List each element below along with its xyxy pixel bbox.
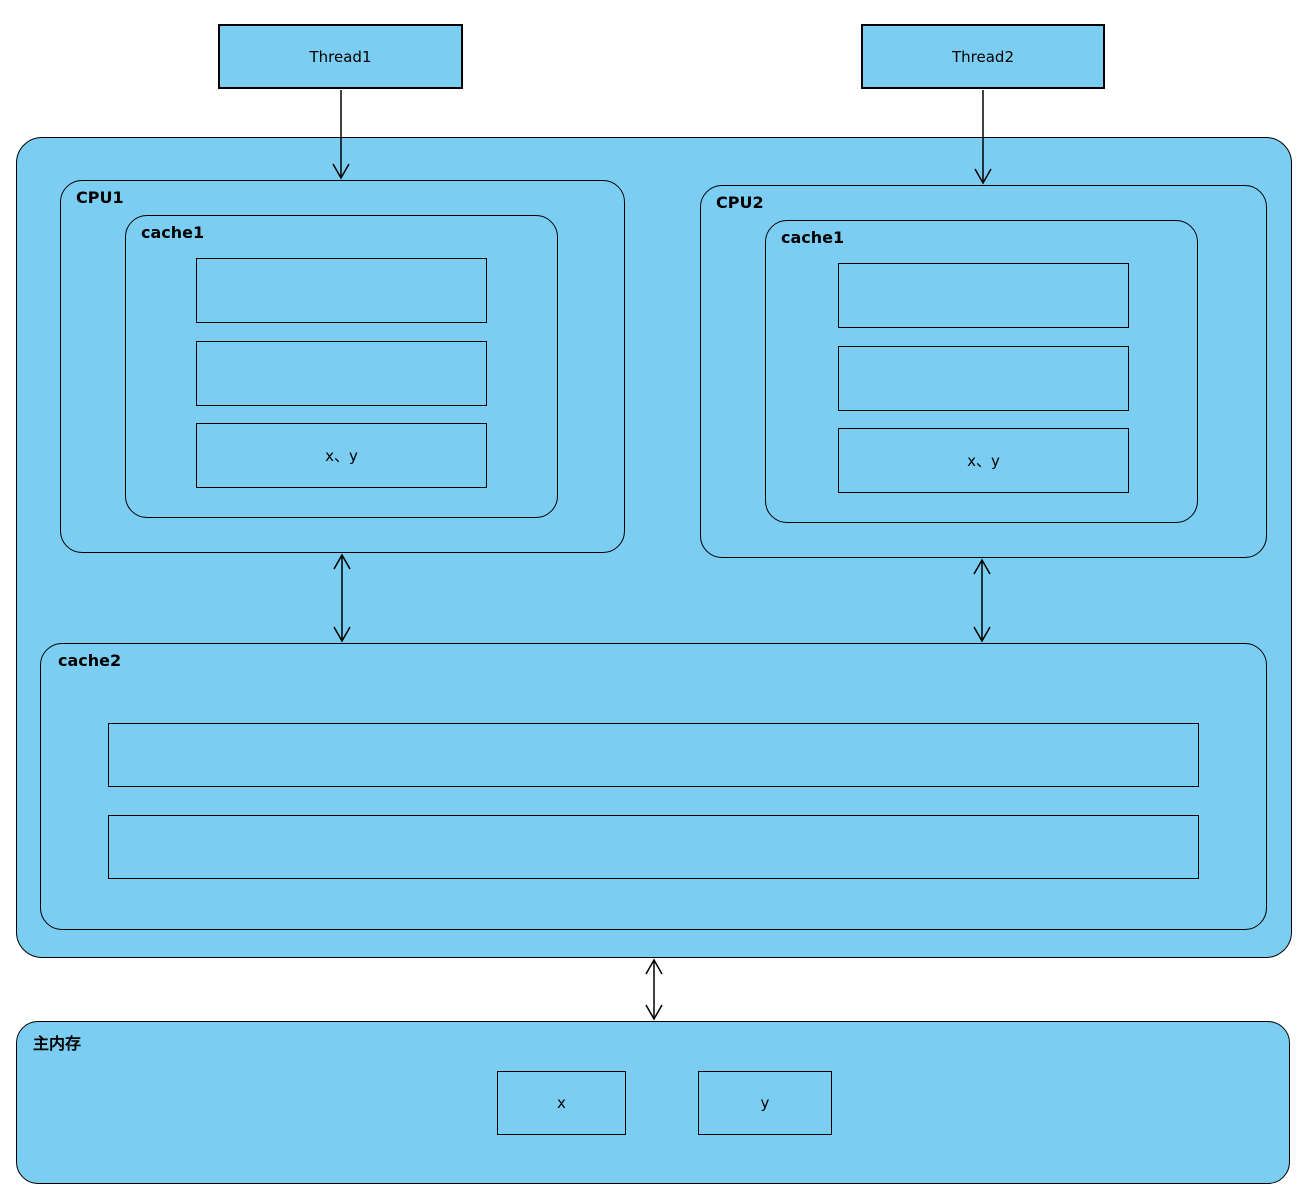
cpu-complex-to-main-memory-arrow (645, 958, 663, 1021)
main-memory-cell-x-label: x (557, 1094, 566, 1112)
cpu2-cache1-slot-1 (838, 263, 1129, 328)
cpu1-label: CPU1 (76, 188, 124, 207)
cpu2-label: CPU2 (716, 193, 764, 212)
main-memory-label: 主内存 (33, 1034, 82, 1053)
cache2-slot-2 (108, 815, 1199, 879)
thread2-box: Thread2 (861, 24, 1105, 89)
thread1-label: Thread1 (309, 47, 372, 66)
cpu1-cache1-slot-2 (196, 341, 487, 406)
main-memory-cell-y-label: y (760, 1094, 770, 1112)
main-memory-cell-y: y (698, 1071, 832, 1135)
cache2-label: cache2 (58, 651, 122, 670)
cpu1-cache1-slot-3-label: x、y (325, 447, 358, 465)
cpu2-cache1-slot-2 (838, 346, 1129, 411)
main-memory-container (16, 1021, 1290, 1184)
thread1-box: Thread1 (218, 24, 463, 89)
cpu1-cache1-label: cache1 (141, 223, 205, 242)
cache2-slot-1 (108, 723, 1199, 787)
cpu2-cache1-slot-3: x、y (838, 428, 1129, 493)
cpu1-cache1-slot-3: x、y (196, 423, 487, 488)
cpu2-cache1-label: cache1 (781, 228, 845, 247)
cpu2-cache1-slot-3-label: x、y (967, 452, 1000, 470)
main-memory-cell-x: x (497, 1071, 626, 1135)
thread2-label: Thread2 (952, 47, 1014, 66)
cpu1-cache1-slot-1 (196, 258, 487, 323)
